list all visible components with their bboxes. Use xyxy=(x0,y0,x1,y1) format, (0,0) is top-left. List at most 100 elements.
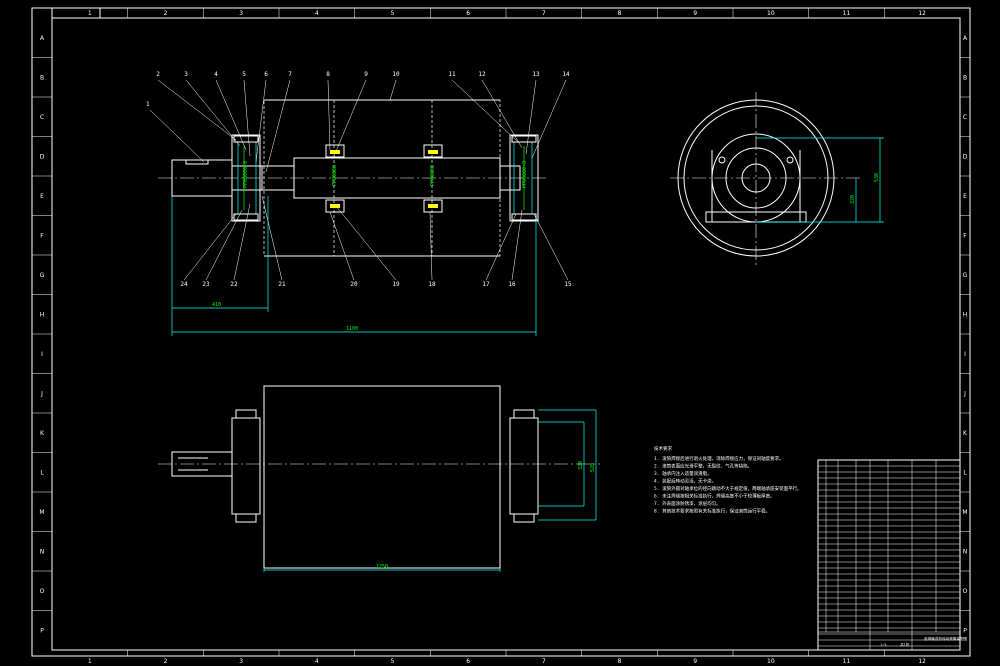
balloon-19: 19 xyxy=(392,281,400,288)
row-label: B xyxy=(40,74,44,81)
row-label: K xyxy=(963,430,968,437)
col-label: 5 xyxy=(391,10,395,17)
row-label: H xyxy=(963,311,968,318)
balloon-9: 9 xyxy=(364,71,368,78)
row-label: F xyxy=(963,232,967,239)
note-line: 6. 未注焊缝按相关标准执行，焊缝高度不小于较薄板厚度。 xyxy=(654,493,775,500)
balloon-3: 3 xyxy=(184,71,188,78)
col-label: 5 xyxy=(391,658,395,665)
balloon-2: 2 xyxy=(156,71,160,78)
row-label: F xyxy=(40,232,44,239)
row-label: E xyxy=(40,193,44,200)
row-label: C xyxy=(40,114,44,121)
balloon-13: 13 xyxy=(532,71,540,78)
section-view: PP00000-0 PP00000 PP00000 PP00000-0 410 … xyxy=(146,71,572,336)
balloon-10: 10 xyxy=(392,71,400,78)
section-label-left: PP00000-0 xyxy=(243,161,249,188)
balloon-20: 20 xyxy=(350,281,358,288)
title-block: 皮带输送机传动滚筒装配图 1:5 共1张 xyxy=(817,459,968,651)
row-label: P xyxy=(963,627,967,634)
section-label-mid1: PP00000 xyxy=(332,165,338,186)
sheet-value: 共1张 xyxy=(900,642,910,647)
row-label: L xyxy=(963,469,967,476)
balloon-16: 16 xyxy=(508,281,516,288)
note-line: 2. 滚筒表面应光滑平整，无裂纹、气孔等缺陷。 xyxy=(654,463,752,470)
row-label: L xyxy=(40,469,44,476)
row-label: K xyxy=(40,430,45,437)
note-line: 7. 外表面涂防锈漆，涂层均匀。 xyxy=(654,500,721,507)
row-label: P xyxy=(40,627,44,634)
note-line: 1. 滚筒焊接后进行退火处理，消除焊接应力，保证同轴度要求。 xyxy=(654,455,784,462)
row-label: G xyxy=(40,272,45,279)
note-line: 4. 装配后转动灵活，无卡滞。 xyxy=(654,478,716,485)
balloon-5: 5 xyxy=(242,71,246,78)
balloon-1: 1 xyxy=(146,101,150,108)
row-label: E xyxy=(963,193,967,200)
dim-end-inner: 320 xyxy=(578,461,584,470)
row-label: J xyxy=(40,390,43,397)
row-label: D xyxy=(963,153,968,160)
col-label: 2 xyxy=(164,658,168,665)
balloon-15: 15 xyxy=(564,281,572,288)
col-label: 10 xyxy=(767,658,775,665)
col-label: 6 xyxy=(466,10,470,17)
col-label: 3 xyxy=(239,10,243,17)
note-line: 8. 其他技术要求按照有关标准执行，保证滚筒运行平稳。 xyxy=(654,508,770,515)
col-label: 9 xyxy=(693,658,697,665)
row-label: D xyxy=(40,153,45,160)
col-label: 12 xyxy=(918,658,926,665)
balloon-7: 7 xyxy=(288,71,292,78)
row-label: N xyxy=(963,548,968,555)
col-label: 1 xyxy=(88,658,92,665)
row-label: I xyxy=(964,351,966,358)
col-label: 11 xyxy=(843,658,851,665)
col-label: 9 xyxy=(693,10,697,17)
row-label: B xyxy=(963,74,967,81)
balloon-21: 21 xyxy=(278,281,286,288)
dim-overall-length: 1100 xyxy=(346,326,358,332)
balloon-11: 11 xyxy=(448,71,456,78)
dim-front-inner: 320 xyxy=(850,195,856,204)
balloon-18: 18 xyxy=(428,281,436,288)
col-label: 7 xyxy=(542,658,546,665)
col-label: 6 xyxy=(466,658,470,665)
note-line: 5. 滚筒外圆对轴承位的径向跳动不大于规定值，两端轴承座安装面平行。 xyxy=(654,485,802,492)
col-label: 2 xyxy=(164,10,168,17)
section-label-mid2: PP00000 xyxy=(430,165,436,186)
notes-title: 技术要求 xyxy=(654,445,672,452)
dim-front-height: 530 xyxy=(874,173,880,182)
balloon-24: 24 xyxy=(180,281,188,288)
col-label: 4 xyxy=(315,10,319,17)
plan-view: 1250 520 320 xyxy=(158,385,600,572)
balloon-8: 8 xyxy=(326,71,330,78)
note-line: 3. 轴承内注入适量润滑脂。 xyxy=(654,470,712,477)
col-label: 10 xyxy=(767,10,775,17)
col-label: 12 xyxy=(918,10,926,17)
col-label: 11 xyxy=(843,10,851,17)
col-label: 7 xyxy=(542,10,546,17)
dim-drum-width: 1250 xyxy=(376,564,388,570)
balloon-17: 17 xyxy=(482,281,490,288)
col-label: 8 xyxy=(618,658,622,665)
drawing-title: 皮带输送机传动滚筒装配图 xyxy=(924,636,968,641)
row-label: I xyxy=(41,351,43,358)
row-label: A xyxy=(963,35,968,42)
row-label: G xyxy=(963,272,968,279)
col-label: 1 xyxy=(88,10,92,17)
row-label: N xyxy=(40,548,45,555)
row-label: A xyxy=(40,35,45,42)
balloon-12: 12 xyxy=(478,71,486,78)
balloon-14: 14 xyxy=(562,71,570,78)
technical-notes: 技术要求 1. 滚筒焊接后进行退火处理，消除焊接应力，保证同轴度要求。2. 滚筒… xyxy=(654,445,802,515)
row-label: O xyxy=(963,588,968,595)
section-label-right: PP00000-0 xyxy=(522,161,528,188)
end-view: 530 320 xyxy=(670,92,884,266)
row-label: M xyxy=(962,509,967,516)
scale-value: 1:5 xyxy=(880,643,887,647)
balloon-4: 4 xyxy=(214,71,218,78)
row-label: O xyxy=(40,588,45,595)
dim-end-outer: 520 xyxy=(590,463,596,472)
balloon-6: 6 xyxy=(264,71,268,78)
